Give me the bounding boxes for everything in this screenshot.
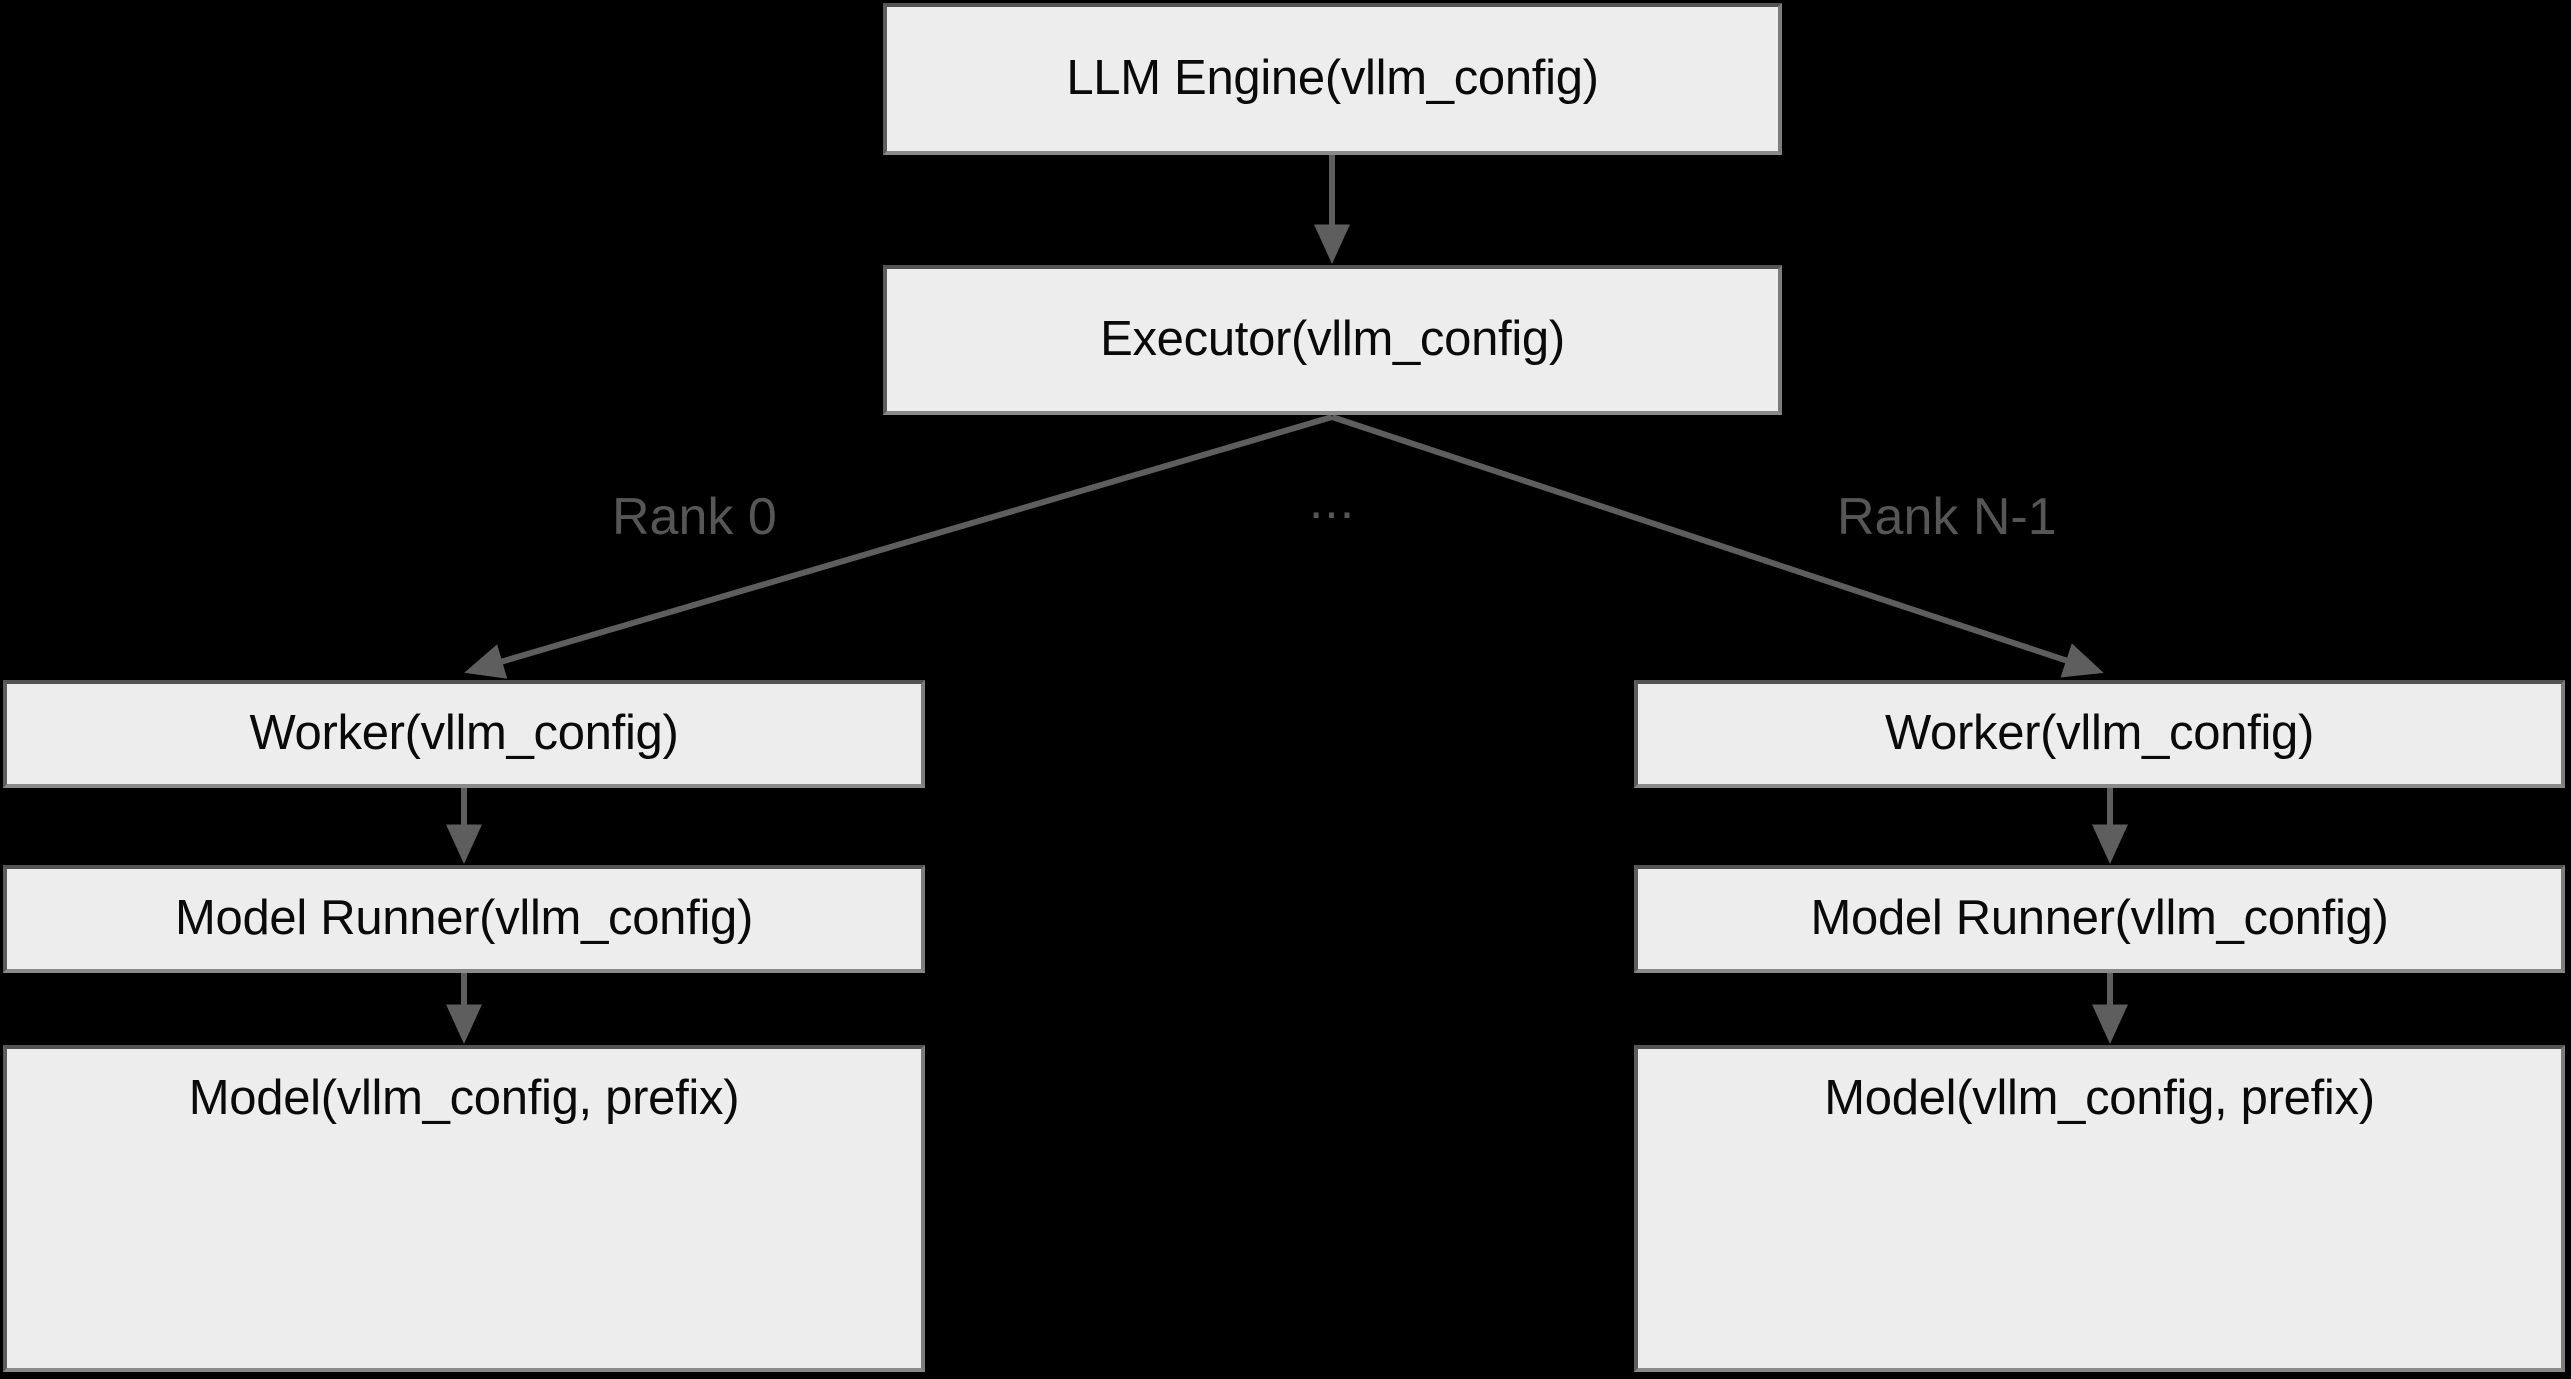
- edge-executor-to-worker-rank0: [464, 414, 1333, 679]
- edge-label-ellipsis: ...: [1308, 472, 1356, 530]
- node-llm-engine[interactable]: LLM Engine(vllm_config): [883, 3, 1782, 155]
- node-executor-label: Executor(vllm_config): [1100, 312, 1565, 367]
- node-llm-engine-label: LLM Engine(vllm_config): [1066, 51, 1599, 106]
- node-model-runner-rank0-label: Model Runner(vllm_config): [174, 891, 753, 946]
- edge-executor-to-worker-rankn: [1331, 414, 2104, 678]
- node-worker-rank0[interactable]: Worker(vllm_config): [3, 680, 925, 788]
- edge-label-rank-0: Rank 0: [612, 488, 777, 546]
- node-model-runner-rank0[interactable]: Model Runner(vllm_config): [3, 865, 925, 973]
- node-model-rank0-label: Model(vllm_config, prefix): [188, 1070, 740, 1125]
- node-worker-rankn-label: Worker(vllm_config): [1884, 706, 2315, 761]
- node-model-rank0[interactable]: Model(vllm_config, prefix): [3, 1045, 925, 1372]
- node-worker-rankn[interactable]: Worker(vllm_config): [1634, 680, 2565, 788]
- edge-label-rank-n-minus-1: Rank N-1: [1837, 488, 2057, 546]
- node-model-runner-rankn[interactable]: Model Runner(vllm_config): [1634, 865, 2565, 973]
- node-model-rankn[interactable]: Model(vllm_config, prefix): [1634, 1045, 2565, 1372]
- node-model-runner-rankn-label: Model Runner(vllm_config): [1810, 891, 2389, 946]
- node-worker-rank0-label: Worker(vllm_config): [249, 706, 679, 761]
- node-executor[interactable]: Executor(vllm_config): [883, 265, 1782, 415]
- node-model-rankn-label: Model(vllm_config, prefix): [1824, 1070, 2375, 1125]
